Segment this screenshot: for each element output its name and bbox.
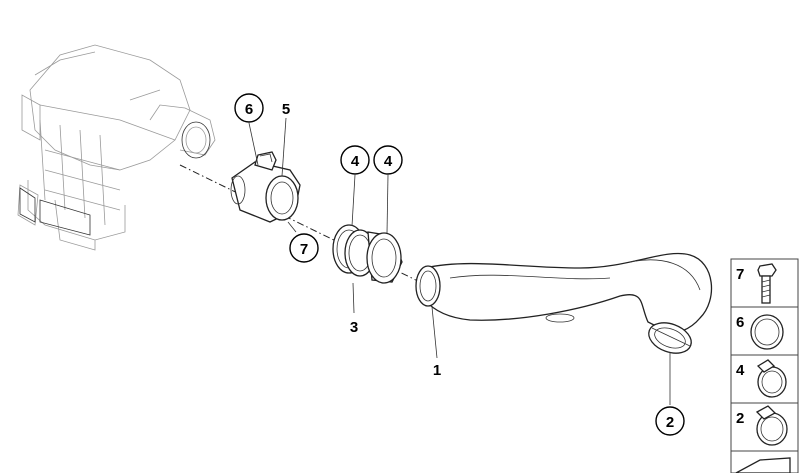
intake-duct: [415, 252, 713, 354]
side-item-7-label: 7: [736, 266, 744, 283]
partial-part-icon: [735, 457, 791, 473]
callout-7-bottom-label: 7: [300, 241, 308, 258]
callout-4-right: 4: [373, 145, 403, 175]
callout-2: 2: [655, 406, 685, 436]
callout-4-left: 4: [340, 145, 370, 175]
callout-5-label: 5: [282, 101, 290, 118]
callout-2-label: 2: [666, 414, 674, 431]
callout-7-bottom: 7: [289, 233, 319, 263]
air-mass-meter: [230, 151, 301, 223]
side-item-2-label: 2: [736, 410, 744, 427]
callout-4-left-label: 4: [351, 153, 360, 170]
callout-6-top: 6: [234, 93, 264, 123]
callout-6-top-label: 6: [245, 101, 253, 118]
side-item-4-label: 4: [736, 362, 745, 379]
side-item-6-label: 6: [736, 314, 744, 331]
callout-4-right-label: 4: [384, 153, 393, 170]
o-ring-icon: [750, 314, 784, 350]
hose-clamp-large-icon: [755, 405, 788, 446]
callout-3: 3: [350, 319, 358, 336]
bolt-icon: [757, 263, 777, 304]
air-filter-housing: [17, 44, 216, 251]
leader-lines: [248, 117, 671, 405]
callout-1: 1: [433, 362, 441, 379]
rubber-boot: [366, 231, 403, 284]
side-parts-panel: 7 6 4 2: [730, 258, 799, 473]
callout-5: 5: [282, 101, 290, 118]
callout-1-label: 1: [433, 362, 441, 379]
callout-3-label: 3: [350, 319, 358, 336]
hose-clamp-icon: [756, 359, 787, 398]
